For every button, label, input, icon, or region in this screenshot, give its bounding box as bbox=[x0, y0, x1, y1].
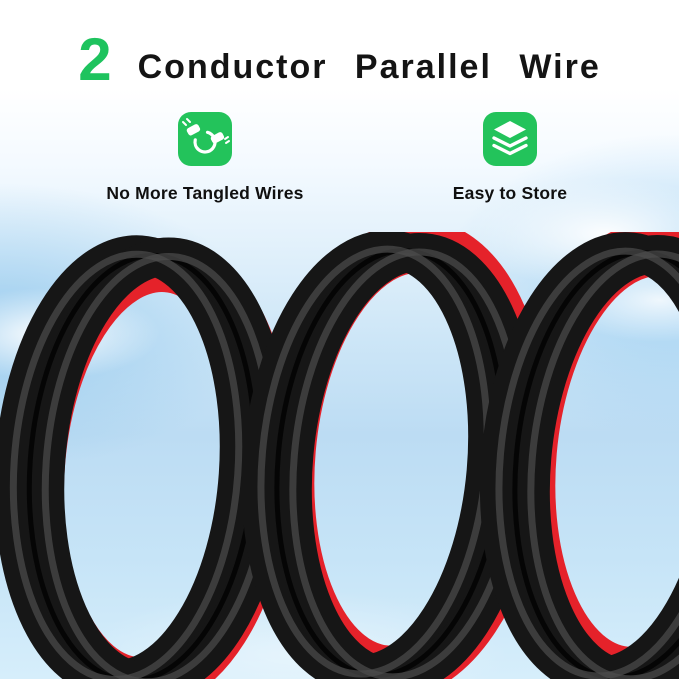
feature-caption: No More Tangled Wires bbox=[106, 183, 304, 203]
coil-loop bbox=[0, 235, 294, 679]
title-text: Conductor Parallel Wire bbox=[137, 48, 601, 86]
conductor-count: 2 bbox=[78, 26, 112, 93]
page-title: 2 Conductor Parallel Wire bbox=[0, 26, 679, 93]
feature-easy-store: Easy to Store bbox=[390, 112, 630, 204]
stacked-layers-icon bbox=[483, 112, 537, 166]
coiled-parallel-wire-illustration bbox=[0, 232, 679, 679]
feature-caption: Easy to Store bbox=[452, 183, 568, 203]
feature-no-tangle: No More Tangled Wires bbox=[55, 112, 355, 204]
untangled-cable-icon bbox=[178, 112, 232, 166]
